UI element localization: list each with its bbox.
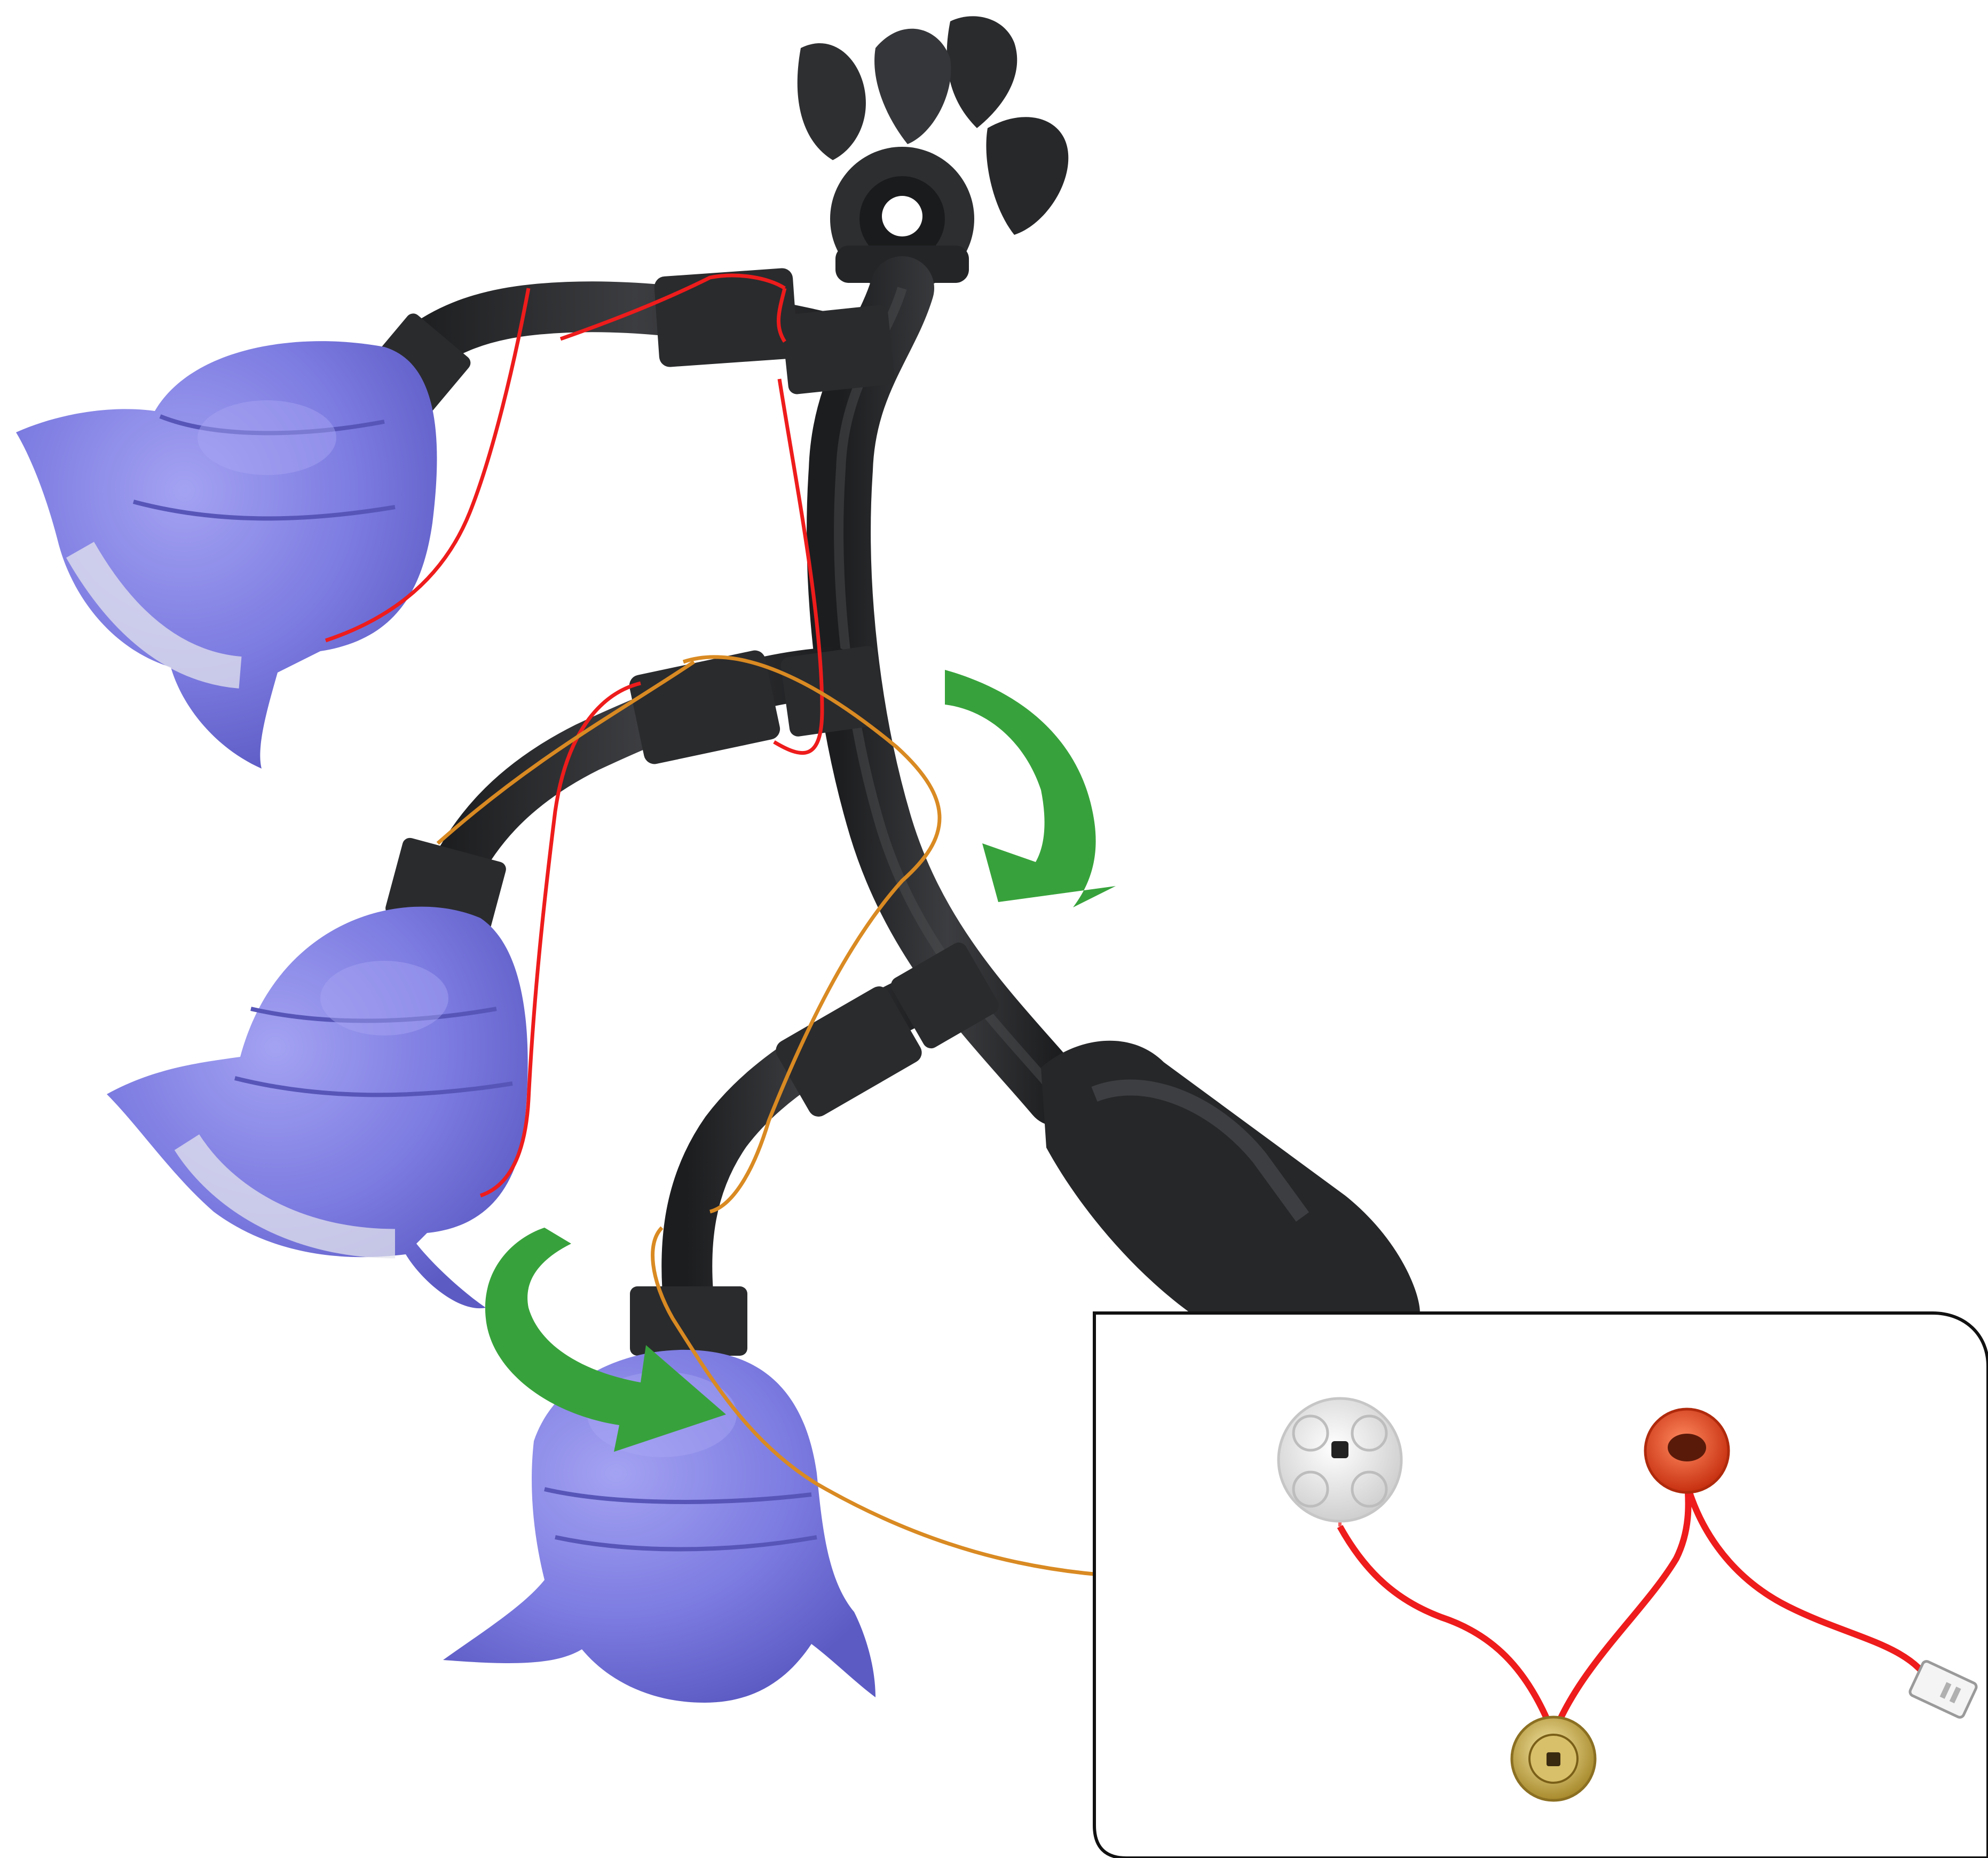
flower-middle <box>107 906 528 1309</box>
red-wire-middle <box>479 681 641 1198</box>
inset-red-wire-middle <box>1550 1478 1692 1736</box>
flower-top <box>16 341 437 769</box>
inset-red-wire-right <box>1684 1483 1936 1688</box>
gold-round-light <box>1510 1715 1597 1802</box>
arrow-lower <box>485 1228 726 1452</box>
inset-red-wire-left <box>1337 1525 1557 1736</box>
plug-connector <box>1908 1660 1978 1719</box>
leaf-crown <box>797 16 1069 291</box>
arrow-upper <box>945 670 1116 907</box>
clip-connectors <box>357 268 999 1356</box>
red-round-light <box>1644 1408 1730 1494</box>
inset-panel <box>1093 1311 1988 1858</box>
clear-round-light <box>1277 1397 1403 1523</box>
stem-assembly <box>357 16 1420 1356</box>
stem-base <box>1041 1040 1420 1313</box>
red-wire-upper <box>325 273 824 755</box>
